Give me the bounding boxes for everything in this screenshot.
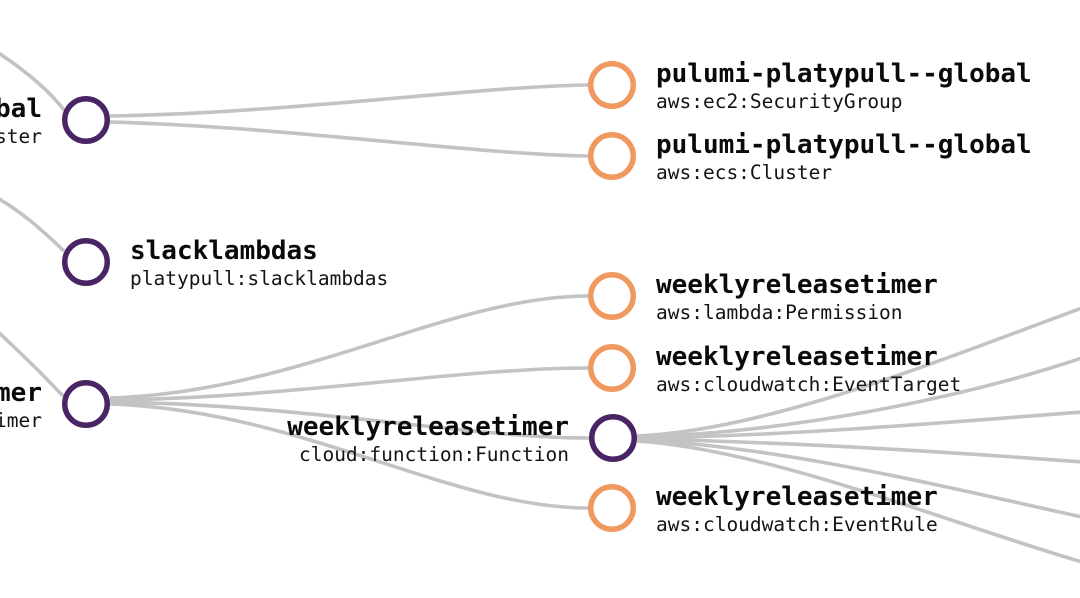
node-circle-eventtarget [588,344,636,392]
edge-offscreen-to-timer-left [0,331,65,398]
edge-timer-to-permission [109,294,589,400]
node-title-permission: weeklyreleasetimer [656,270,938,300]
node-subtitle-slacklambdas: platypull:slacklambdas [130,267,389,290]
edge-timer-to-function [109,400,590,440]
edge-function-out-3 [636,410,1080,440]
node-subtitle-global-left: ster [0,125,42,148]
node-title-eventtarget: weeklyreleasetimer [656,342,938,372]
node-circle-global-left [62,96,110,144]
edge-function-out-6 [636,439,1080,564]
edge-offscreen-to-slacklambdas [0,197,66,253]
edge-function-out-1 [636,306,1080,438]
node-subtitle-permission: aws:lambda:Permission [656,301,903,324]
node-subtitle-cluster: aws:ecs:Cluster [656,161,833,184]
edges-group [0,51,1080,564]
node-title-function: weeklyreleasetimer [287,412,569,442]
node-circle-timer-left [62,380,110,428]
edge-global-left-to-securitygroup [109,83,589,118]
edge-timer-to-eventrule [109,402,589,510]
edge-global-left-to-cluster [109,120,589,158]
node-subtitle-eventrule: aws:cloudwatch:EventRule [656,513,938,536]
node-subtitle-securitygroup: aws:ec2:SecurityGroup [656,90,903,113]
edge-function-out-5 [636,438,1080,519]
node-circle-eventrule [588,484,636,532]
node-circle-permission [588,272,636,320]
edge-function-out-4 [636,437,1080,464]
node-title-securitygroup: pulumi-platypull--global [656,59,1032,89]
node-title-eventrule: weeklyreleasetimer [656,482,938,512]
edge-function-out-2 [636,356,1080,439]
node-title-global-left: bal [0,94,42,124]
edge-timer-to-eventtarget [109,366,589,402]
node-title-cluster: pulumi-platypull--global [656,130,1032,160]
node-circle-function [589,414,637,462]
node-title-slacklambdas: slacklambdas [130,236,318,266]
nodes-group [62,61,637,532]
node-circle-securitygroup [588,61,636,109]
node-subtitle-timer-left: imer [0,409,42,432]
node-title-timer-left: mer [0,378,42,408]
node-circle-slacklambdas [62,238,110,286]
node-subtitle-eventtarget: aws:cloudwatch:EventTarget [656,373,962,396]
node-circle-cluster [588,132,636,180]
edge-offscreen-to-global-left [0,51,66,112]
node-subtitle-function: cloud:function:Function [298,443,569,466]
